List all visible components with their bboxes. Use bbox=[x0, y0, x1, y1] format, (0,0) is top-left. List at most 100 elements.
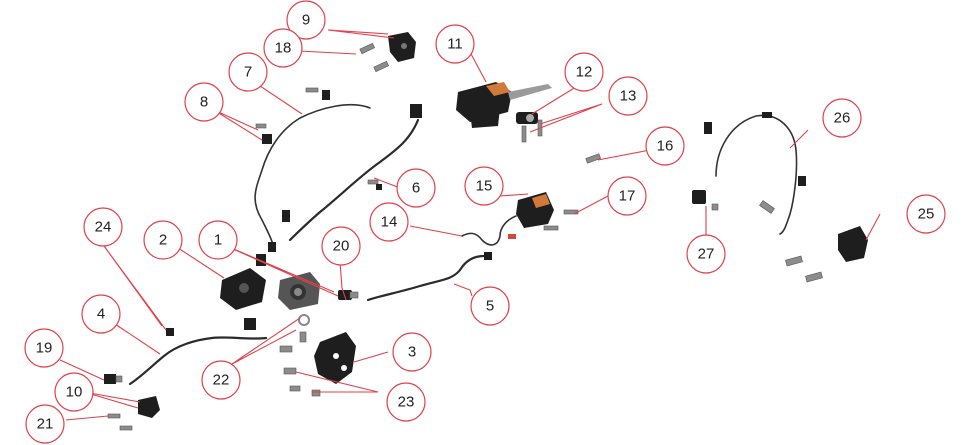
callout-number: 13 bbox=[620, 88, 637, 105]
callout-circle bbox=[464, 166, 504, 206]
callout-circle bbox=[607, 176, 647, 216]
callout-number: 25 bbox=[918, 206, 935, 223]
callout-circle bbox=[184, 82, 224, 122]
callout-number: 19 bbox=[36, 340, 53, 357]
callout-15: 15 bbox=[464, 166, 504, 206]
part-hose-5-fitting bbox=[484, 252, 492, 260]
callout-18: 18 bbox=[263, 28, 303, 68]
callout-number: 12 bbox=[576, 64, 593, 81]
part-clips-upper bbox=[305, 87, 330, 100]
part-banjo-upper bbox=[410, 104, 422, 118]
callout-26: 26 bbox=[822, 98, 862, 138]
callout-circle bbox=[25, 404, 65, 444]
part-upper-mount-bracket bbox=[388, 32, 416, 62]
callout-5: 5 bbox=[470, 286, 510, 326]
callout-number: 21 bbox=[37, 416, 54, 433]
part-line-6-fitting bbox=[282, 210, 290, 222]
callout-23: 23 bbox=[386, 382, 426, 422]
part-brake-hose-5 bbox=[366, 254, 486, 302]
callout-13: 13 bbox=[608, 76, 648, 116]
callout-circle bbox=[24, 328, 64, 368]
callout-number: 15 bbox=[476, 178, 493, 195]
callout-24: 24 bbox=[83, 207, 123, 247]
part-lever-12 bbox=[516, 112, 538, 124]
part-banjo-27 bbox=[692, 190, 719, 211]
callout-6: 6 bbox=[396, 168, 436, 208]
callout-circle bbox=[564, 52, 604, 92]
part-bolts-19 bbox=[107, 413, 133, 431]
callout-number: 2 bbox=[159, 232, 167, 249]
callout-2: 2 bbox=[143, 220, 183, 260]
part-brake-line-7 bbox=[254, 104, 371, 249]
part-washer-22 bbox=[298, 314, 310, 343]
part-banjo-mid bbox=[256, 254, 266, 266]
part-line-7-fitting bbox=[268, 242, 276, 252]
callout-circle bbox=[470, 286, 510, 326]
callout-number: 26 bbox=[834, 110, 851, 127]
part-clip-8 bbox=[255, 123, 272, 144]
callout-number: 11 bbox=[447, 36, 463, 53]
callout-4: 4 bbox=[81, 294, 121, 334]
part-bolts-right bbox=[759, 200, 823, 283]
callout-circle bbox=[608, 76, 648, 116]
callout-circle bbox=[321, 226, 361, 266]
part-bolt-15 bbox=[585, 153, 601, 164]
callout-number: 18 bbox=[275, 40, 292, 57]
part-banjo-lower bbox=[244, 318, 256, 330]
part-mounting-bracket-3 bbox=[314, 332, 356, 384]
callout-circle bbox=[906, 194, 946, 234]
callout-circle bbox=[392, 332, 432, 372]
part-master-cylinder-11 bbox=[456, 82, 552, 128]
callout-circle bbox=[386, 382, 426, 422]
part-clips-26 bbox=[704, 112, 806, 186]
callout-17: 17 bbox=[607, 176, 647, 216]
part-abs-unit-1 bbox=[278, 272, 320, 310]
callout-8: 8 bbox=[184, 82, 224, 122]
callout-21: 21 bbox=[25, 404, 65, 444]
callout-25: 25 bbox=[906, 194, 946, 234]
part-bolt-14b bbox=[543, 225, 559, 231]
callout-number: 8 bbox=[200, 94, 208, 111]
callout-circle bbox=[83, 207, 123, 247]
leader-lines bbox=[59, 29, 881, 421]
callout-circle bbox=[645, 126, 685, 166]
callout-circle bbox=[263, 28, 303, 68]
part-brake-switch-14 bbox=[516, 192, 554, 228]
callout-14: 14 bbox=[369, 202, 409, 242]
callout-circle bbox=[435, 24, 475, 64]
callout-circle bbox=[686, 234, 726, 274]
callout-number: 16 bbox=[657, 138, 674, 155]
callout-number: 7 bbox=[244, 64, 252, 81]
callout-22: 22 bbox=[201, 360, 241, 400]
callout-number: 4 bbox=[97, 306, 105, 323]
callout-11: 11 bbox=[435, 24, 475, 64]
callout-circle bbox=[54, 372, 94, 412]
callout-number: 17 bbox=[619, 188, 636, 205]
callout-number: 27 bbox=[698, 246, 715, 263]
callout-circle bbox=[143, 220, 183, 260]
part-caliper-10 bbox=[138, 396, 160, 418]
part-connector-13 bbox=[508, 234, 516, 239]
part-bolts-23 bbox=[279, 345, 321, 397]
part-brake-line-6 bbox=[288, 118, 420, 242]
callout-circle bbox=[396, 168, 436, 208]
part-brake-hose-4 bbox=[128, 336, 268, 386]
callout-number: 6 bbox=[412, 180, 420, 197]
callout-number: 1 bbox=[214, 232, 222, 249]
part-bolts-16 bbox=[359, 42, 390, 73]
part-abs-cover-2 bbox=[220, 268, 266, 310]
part-banjo-18 bbox=[338, 290, 359, 300]
callout-number: 9 bbox=[302, 12, 310, 29]
part-rear-caliper-25 bbox=[838, 226, 868, 262]
callout-10: 10 bbox=[54, 372, 94, 412]
callout-circle bbox=[286, 0, 326, 40]
part-banjo-17 bbox=[104, 374, 123, 384]
callout-19: 19 bbox=[24, 328, 64, 368]
callout-12: 12 bbox=[564, 52, 604, 92]
callout-9: 9 bbox=[286, 0, 326, 40]
part-clip-24 bbox=[166, 328, 174, 336]
callout-number: 14 bbox=[381, 214, 398, 231]
callout-circle bbox=[369, 202, 409, 242]
